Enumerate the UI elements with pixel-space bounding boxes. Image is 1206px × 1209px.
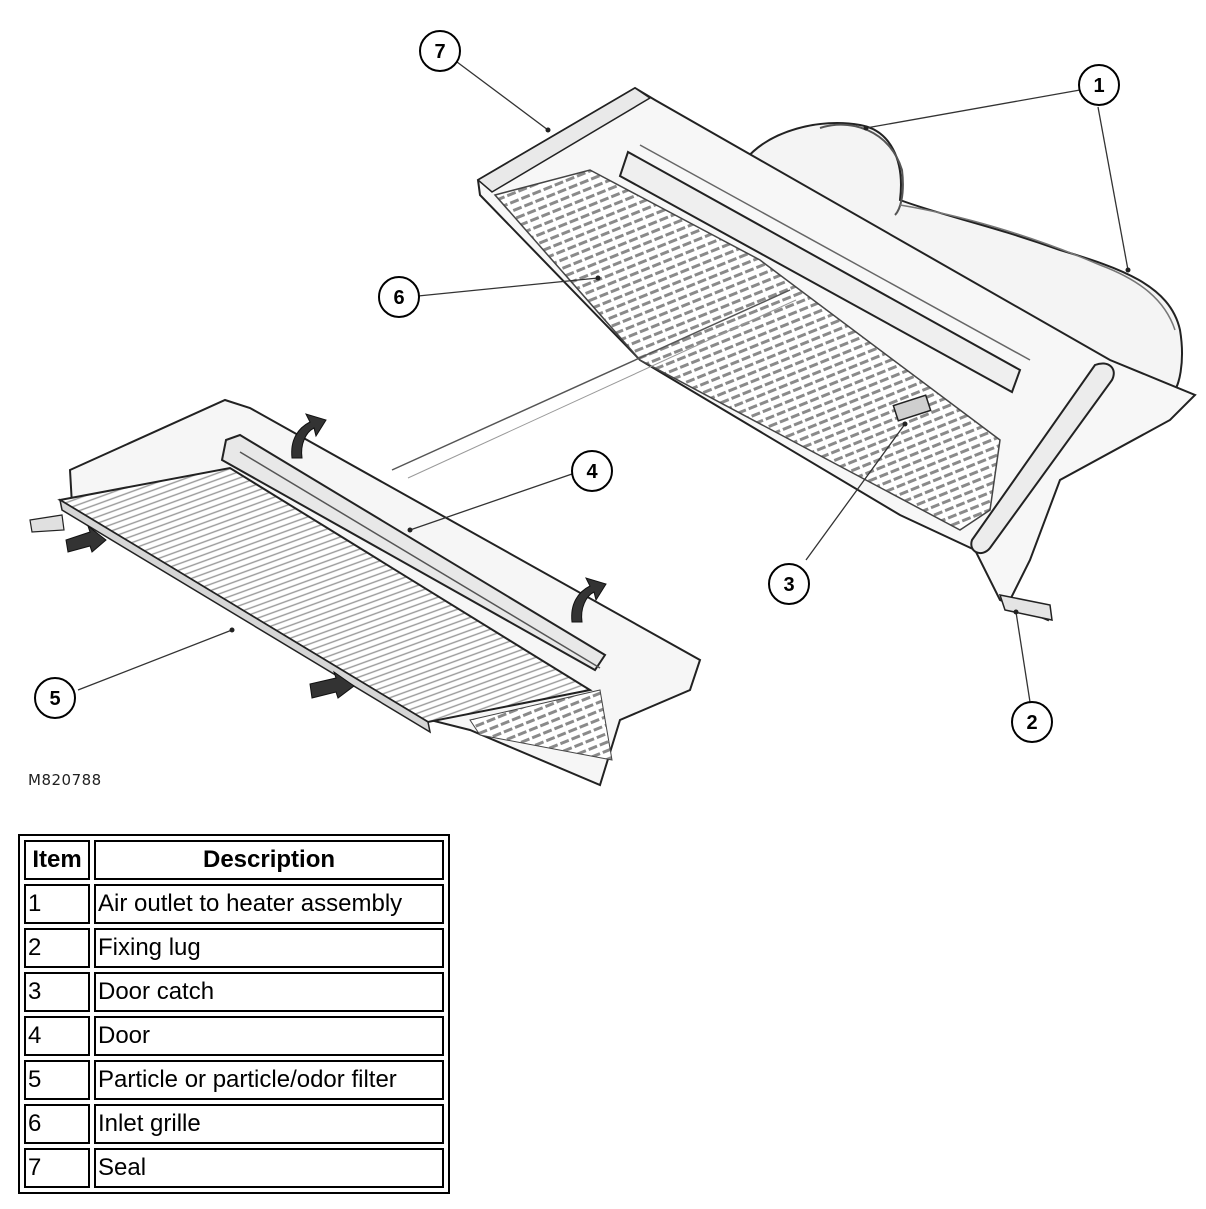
table-row: 7 Seal: [24, 1148, 444, 1188]
callout-5: 5: [34, 677, 76, 719]
item-description: Particle or particle/odor filter: [94, 1060, 444, 1100]
item-number: 3: [24, 972, 90, 1012]
seal-strip: [476, 87, 652, 193]
item-number: 7: [24, 1148, 90, 1188]
callout-3: 3: [768, 563, 810, 605]
table-row: 6 Inlet grille: [24, 1104, 444, 1144]
callout-4: 4: [571, 450, 613, 492]
item-number: 5: [24, 1060, 90, 1100]
figure-code: M820788: [28, 771, 102, 789]
table-row: 4 Door: [24, 1016, 444, 1056]
inlet-grille: [493, 169, 1001, 531]
item-number: 4: [24, 1016, 90, 1056]
fixing-lug: [998, 594, 1053, 621]
table-header-row: Item Description: [24, 840, 444, 880]
door-catch: [892, 394, 932, 422]
table-row: 1 Air outlet to heater assembly: [24, 884, 444, 924]
svg-text:6: 6: [393, 287, 404, 309]
exploded-view-drawing: 1 2 3 4 5 6 7: [29, 30, 1197, 787]
item-number: 1: [24, 884, 90, 924]
svg-text:4: 4: [586, 461, 598, 483]
column-header-item: Item: [24, 840, 90, 880]
table-row: 2 Fixing lug: [24, 928, 444, 968]
pollen-filter-housing: [476, 86, 1197, 622]
door-bar: [220, 433, 607, 672]
callout-6: 6: [378, 276, 420, 318]
housing-rail: [618, 150, 1022, 394]
housing-end-tube: [970, 362, 1115, 555]
table-row: 3 Door catch: [24, 972, 444, 1012]
callout-7: 7: [419, 30, 461, 72]
item-description: Door catch: [94, 972, 444, 1012]
svg-text:5: 5: [49, 688, 60, 710]
item-number: 6: [24, 1104, 90, 1144]
callout-1: 1: [1078, 64, 1120, 106]
item-description: Inlet grille: [94, 1104, 444, 1144]
item-number: 2: [24, 928, 90, 968]
svg-text:2: 2: [1026, 712, 1037, 734]
lift-arrow-icon: [571, 577, 607, 623]
leader-lines: [77, 61, 1129, 703]
removed-filter-assembly: [29, 398, 702, 787]
item-description: Air outlet to heater assembly: [94, 884, 444, 924]
item-description: Fixing lug: [94, 928, 444, 968]
slide-arrow-icon: [309, 670, 355, 699]
svg-text:1: 1: [1093, 75, 1104, 97]
parts-table: Item Description 1 Air outlet to heater …: [18, 834, 450, 1194]
svg-text:7: 7: [434, 41, 445, 63]
table-row: 5 Particle or particle/odor filter: [24, 1060, 444, 1100]
callout-2: 2: [1011, 701, 1053, 743]
slide-arrow-icon: [65, 524, 107, 553]
air-outlet-duct: [743, 122, 1183, 397]
leader-anchor-dots: [229, 125, 1131, 633]
assembly-guide-line: [391, 289, 791, 471]
item-description: Door: [94, 1016, 444, 1056]
svg-text:3: 3: [783, 574, 794, 596]
column-header-description: Description: [94, 840, 444, 880]
item-description: Seal: [94, 1148, 444, 1188]
lift-arrow-icon: [291, 413, 327, 459]
